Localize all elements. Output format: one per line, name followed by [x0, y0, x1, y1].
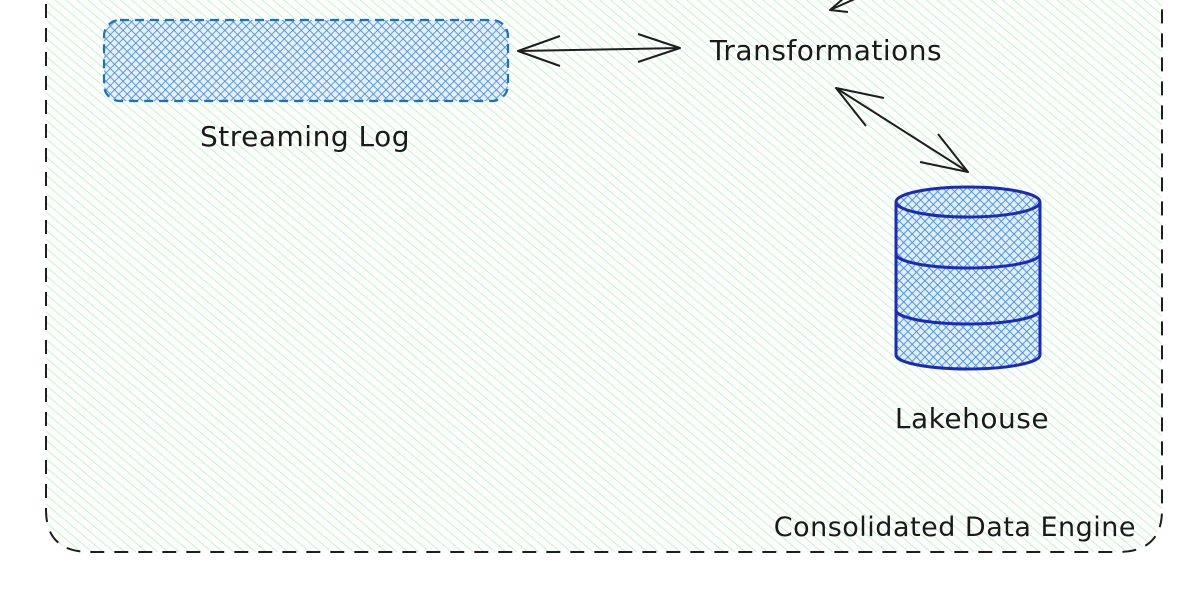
edge-streaming-log-transformations-head-end [637, 33, 681, 63]
engine-container-border [45, 0, 1163, 553]
lakehouse-cylinder-band-2 [894, 309, 1042, 326]
edge-streaming-log-transformations-line [517, 47, 681, 52]
engine-container-fill [46, 0, 1162, 552]
edge-transformations-offscreen [829, 0, 855, 13]
edge-streaming-log-transformations-head-start [517, 35, 561, 67]
edge-transformations-lakehouse [835, 87, 969, 173]
lakehouse-node[interactable]: Lakehouse [894, 185, 1049, 435]
edge-transformations-lakehouse-head-start [835, 87, 885, 127]
lakehouse-cylinder-body [894, 202, 1042, 371]
transformations-node[interactable]: Transformations [709, 34, 942, 67]
edge-transformations-offscreen-line [829, 0, 855, 11]
edge-transformations-offscreen-head [829, 0, 849, 13]
streaming-log-box [102, 18, 510, 103]
edge-transformations-lakehouse-line [835, 87, 969, 173]
lakehouse-cylinder-band-1 [894, 253, 1042, 270]
engine-container-label: Consolidated Data Engine [774, 512, 1136, 543]
streaming-log-node[interactable]: Streaming Log [102, 18, 510, 153]
edge-transformations-lakehouse-head-end [919, 133, 969, 173]
lakehouse-label: Lakehouse [895, 402, 1049, 435]
lakehouse-cylinder-top [894, 185, 1042, 219]
engine-container: Consolidated Data Engine [45, 0, 1163, 553]
edge-streaming-log-transformations [517, 33, 681, 67]
streaming-log-label: Streaming Log [200, 120, 410, 153]
transformations-label: Transformations [709, 34, 942, 67]
